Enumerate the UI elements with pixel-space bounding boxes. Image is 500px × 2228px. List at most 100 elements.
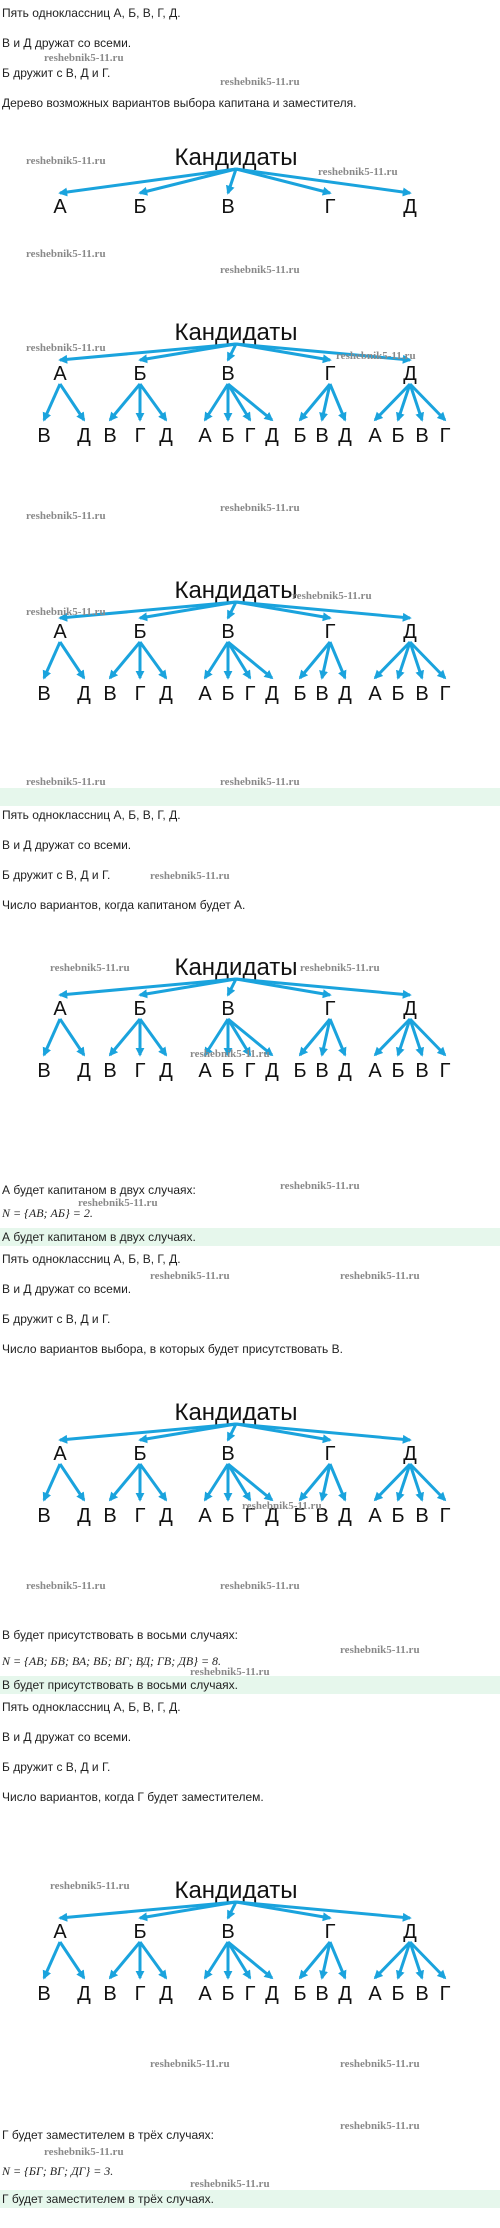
tree-arrow xyxy=(235,1900,412,1922)
tree-leaf-label: А xyxy=(368,1983,382,2005)
tree-arrow xyxy=(42,1463,62,1502)
tree-arrow xyxy=(298,1941,332,1980)
tree-arrow xyxy=(58,1018,86,1057)
tree-arrow xyxy=(226,601,238,620)
tree-arrow xyxy=(138,167,237,196)
tree-arrow xyxy=(226,168,238,195)
tree-node-label: В xyxy=(221,1921,234,1943)
watermark: reshebnik5-11.ru xyxy=(340,1270,420,1282)
tree-leaf-label: Г xyxy=(245,1060,256,1082)
tree-leaf-label: Д xyxy=(77,1505,91,1527)
tree-leaf-label: В xyxy=(103,1060,116,1082)
tree-node-label: Д xyxy=(403,1443,417,1465)
tree-leaf-label: А xyxy=(198,1060,212,1082)
tree-arrow xyxy=(108,383,142,422)
tree-arrow xyxy=(373,1462,412,1502)
tree-root-label: Кандидаты xyxy=(174,320,297,346)
tree-arrow xyxy=(58,641,86,680)
tree-leaf-label: В xyxy=(315,425,328,447)
tree-arrow xyxy=(373,382,412,422)
tree-leaf-label: Б xyxy=(221,1060,234,1082)
friends-text-2: Б дружит с В, Д и Г. xyxy=(2,1312,111,1326)
watermark: reshebnik5-11.ru xyxy=(44,2146,124,2158)
tree-node-label: Б xyxy=(133,1443,146,1465)
tree-arrow xyxy=(58,342,237,364)
tree-arrow xyxy=(226,1463,252,1502)
tree-arrow xyxy=(319,1463,332,1502)
tree-leaf-label: В xyxy=(103,1505,116,1527)
tree-arrow xyxy=(42,1941,62,1980)
intro-text: Пять одноклассниц А, Б, В, Г, Д. xyxy=(2,1700,181,1714)
tree-arrow xyxy=(138,383,168,422)
tree-node-label: Г xyxy=(325,998,336,1020)
tree-root-label: Кандидаты xyxy=(174,955,297,981)
tree-caption: Дерево возможных вариантов выбора капита… xyxy=(2,96,357,110)
watermark: reshebnik5-11.ru xyxy=(26,342,106,354)
tree-arrow xyxy=(138,1463,168,1502)
tree-arrow xyxy=(203,383,230,422)
tree-node-label: А xyxy=(53,363,67,385)
tree-leaf-label: В xyxy=(103,1983,116,2005)
tree-leaf-label: Д xyxy=(265,683,279,705)
separator-band xyxy=(0,788,500,806)
tree-arrow xyxy=(235,977,412,999)
tree-leaf-label: Б xyxy=(391,1983,404,2005)
tree-leaf-label: Б xyxy=(221,1505,234,1527)
watermark: reshebnik5-11.ru xyxy=(26,248,106,260)
watermark: reshebnik5-11.ru xyxy=(50,1880,130,1892)
tree-leaf-label: Б xyxy=(293,425,306,447)
tree-leaf-label: Г xyxy=(440,425,451,447)
tree-arrow xyxy=(408,1462,447,1502)
result-band: В будет присутствовать в восьми случаях. xyxy=(0,1676,500,1694)
answer-line: А будет капитаном в двух случаях: xyxy=(2,1183,196,1197)
tree-leaf-label: Б xyxy=(221,683,234,705)
tree-arrow xyxy=(319,1941,332,1980)
tree-arrow xyxy=(58,383,86,422)
tree-arrow xyxy=(328,383,347,422)
tree-arrow xyxy=(408,382,447,422)
tree-leaf-label: Д xyxy=(159,1983,173,2005)
friends-text-2: Б дружит с В, Д и Г. xyxy=(2,1760,111,1774)
tree-leaf-label: А xyxy=(198,1505,212,1527)
watermark: reshebnik5-11.ru xyxy=(150,2058,230,2070)
tree-leaf-label: Д xyxy=(265,1505,279,1527)
tree-arrow xyxy=(298,1463,332,1502)
friends-text-2: Б дружит с В, Д и Г. xyxy=(2,66,111,80)
tree-arrow xyxy=(203,1463,230,1502)
tree-leaf-label: Г xyxy=(135,1060,146,1082)
tree-leaf-label: Д xyxy=(338,425,352,447)
tree-leaf-label: В xyxy=(415,1060,428,1082)
tree-leaf-label: В xyxy=(37,1060,50,1082)
tree-arrow xyxy=(226,383,252,422)
tree-leaf-label: Д xyxy=(77,1983,91,2005)
tree-node-label: Г xyxy=(325,621,336,643)
tree-leaf-label: Г xyxy=(440,683,451,705)
tree-arrow xyxy=(408,1018,424,1057)
result-text: Г будет заместителем в трёх случаях. xyxy=(2,2192,214,2206)
friends-text-1: В и Д дружат со всеми. xyxy=(2,1282,132,1296)
tree-root-label: Кандидаты xyxy=(174,145,297,171)
tree-leaf-label: Д xyxy=(159,683,173,705)
tree-leaf-label: В xyxy=(315,1505,328,1527)
tree-arrow xyxy=(226,641,252,680)
formula: N = {АВ; БВ; ВА; ВБ; ВГ; ВД; ГВ; ДВ} = 8… xyxy=(2,1654,222,1668)
tree-arrow xyxy=(226,343,238,362)
tree-node-label: Д xyxy=(403,363,417,385)
formula: N = {АВ; АБ} = 2. xyxy=(2,1206,93,1220)
tree-leaf-label: Д xyxy=(338,683,352,705)
tree-arrow xyxy=(138,641,168,680)
tree-node-label: А xyxy=(53,998,67,1020)
intro-text: Пять одноклассниц А, Б, В, Г, Д. xyxy=(2,6,181,20)
tree-arrow xyxy=(227,640,274,680)
tree-leaf-label: Г xyxy=(245,683,256,705)
tree-arrow xyxy=(226,1423,238,1442)
tree-arrow xyxy=(138,1900,237,1922)
tree-leaf-label: Д xyxy=(77,425,91,447)
watermark: reshebnik5-11.ru xyxy=(26,776,106,788)
tree-arrow xyxy=(138,977,237,999)
watermark: reshebnik5-11.ru xyxy=(300,962,380,974)
tree-leaf-label: Б xyxy=(293,1505,306,1527)
tree-leaf-label: В xyxy=(103,425,116,447)
watermark: reshebnik5-11.ru xyxy=(220,502,300,514)
